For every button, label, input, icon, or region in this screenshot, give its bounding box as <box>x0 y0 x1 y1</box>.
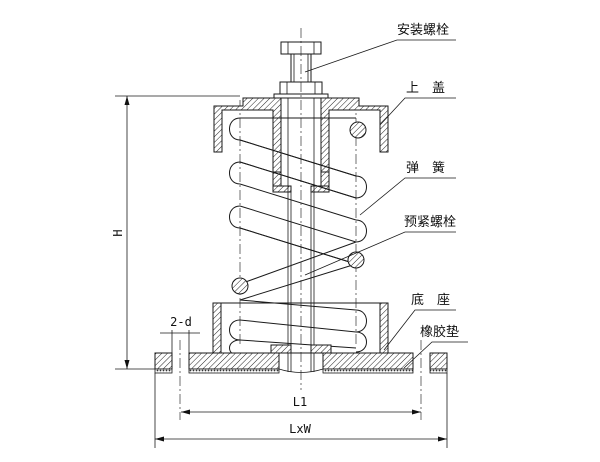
rubber-pad <box>154 368 448 374</box>
dimension-l1-label: L1 <box>293 395 307 409</box>
dimension-lxw-label: LxW <box>289 422 311 436</box>
dimension-height <box>115 95 240 370</box>
callout-preload-bolt: 预紧螺栓 <box>404 215 456 230</box>
spring <box>229 117 367 357</box>
dimension-l1 <box>181 409 421 415</box>
dimension-hole <box>160 330 200 353</box>
callout-install-bolt: 安装螺栓 <box>397 23 449 38</box>
install-bolt <box>273 41 329 99</box>
callout-spring: 弹 簧 <box>406 160 445 176</box>
callout-rubber-pad: 橡胶垫 <box>420 324 459 340</box>
dimension-hole-label: 2-d <box>170 315 192 329</box>
callout-base: 底 座 <box>411 292 450 308</box>
dimension-lxw <box>154 373 448 448</box>
leader-lines <box>304 39 468 369</box>
preload-bolt <box>287 98 315 372</box>
callout-top-cover: 上 盖 <box>406 81 445 96</box>
base <box>154 302 448 370</box>
dimension-height-label: H <box>111 229 125 236</box>
